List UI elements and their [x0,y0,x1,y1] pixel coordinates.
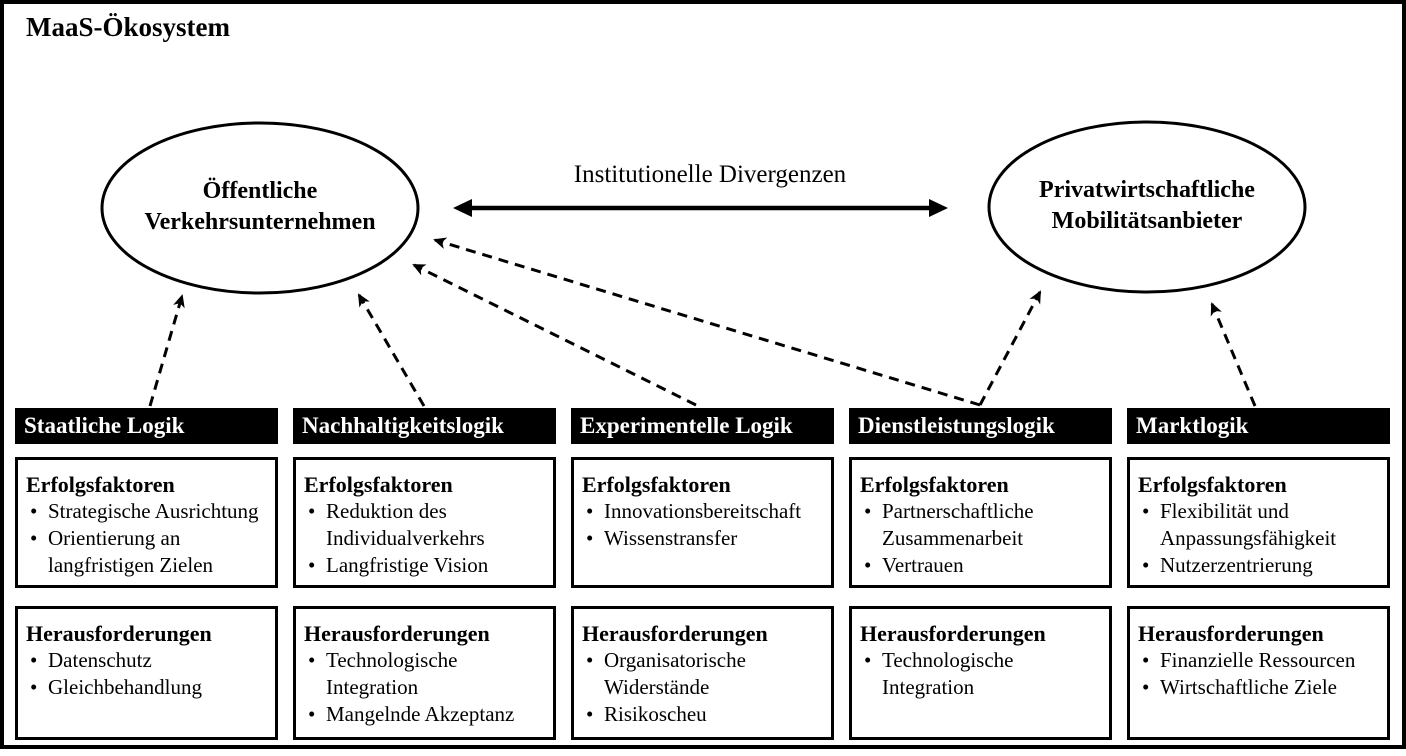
list-item: Nutzerzentrierung [1138,552,1382,579]
column-experimentelle-logik: Experimentelle Logik Erfolgsfaktoren Inn… [571,408,834,740]
list-item: Mangelnde Akzeptanz [304,701,548,728]
success-list: Reduktion des Individualverkehrs Langfri… [304,498,548,579]
list-item: Strategische Ausrichtung [26,498,270,525]
challenges-box-nachhaltigkeit: Herausforderungen Technologische Integra… [293,606,556,740]
challenges-list: Organisatorische Widerstände Risikoscheu [582,647,826,728]
success-heading: Erfolgsfaktoren [582,472,731,497]
private-mobility-label-line1: Privatwirtschaftliche [1039,177,1255,203]
success-heading: Erfolgsfaktoren [26,472,175,497]
public-transport-ellipse [100,121,420,295]
list-item: Orientierung an langfristigen Zielen [26,525,270,579]
challenges-list: Technologische Integration Mangelnde Akz… [304,647,548,728]
divergence-arrowhead-right [929,199,948,217]
divergence-label: Institutionelle Divergenzen [573,161,847,188]
success-list: Strategische Ausrichtung Orientierung an… [26,498,270,579]
column-nachhaltigkeitslogik: Nachhaltigkeitslogik Erfolgsfaktoren Red… [293,408,556,740]
divergence-arrowhead-left [453,199,472,217]
list-item: Risikoscheu [582,701,826,728]
success-heading: Erfolgsfaktoren [304,472,453,497]
logic-header-markt: Marktlogik [1127,408,1390,444]
logic-header-staatliche: Staatliche Logik [15,408,278,444]
private-mobility-label-line2: Mobilitätsanbieter [1051,208,1243,234]
arrow-dienstleistung-to-public [433,237,981,407]
logic-header-nachhaltigkeit: Nachhaltigkeitslogik [293,408,556,444]
arrow-nachhaltigkeit-to-public [357,293,426,407]
diagram-title: MaaS-Ökosystem [26,12,230,42]
challenges-list: Finanzielle Ressourcen Wirtschaftliche Z… [1138,647,1382,701]
challenges-box-dienstleistung: Herausforderungen Technologische Integra… [849,606,1112,740]
list-item: Datenschutz [26,647,270,674]
column-dienstleistungslogik: Dienstleistungslogik Erfolgsfaktoren Par… [849,408,1112,740]
list-item: Wissenstransfer [582,525,826,552]
success-box-nachhaltigkeit: Erfolgsfaktoren Reduktion des Individual… [293,457,556,588]
success-box-dienstleistung: Erfolgsfaktoren Partnerschaftliche Zusam… [849,457,1112,588]
challenges-box-experimentelle: Herausforderungen Organisatorische Wider… [571,606,834,740]
challenges-heading: Herausforderungen [26,621,212,646]
challenges-box-staatliche: Herausforderungen Datenschutz Gleichbeha… [15,606,278,740]
challenges-heading: Herausforderungen [304,621,490,646]
public-transport-label: Öffentliche Verkehrsunternehmen [110,176,410,238]
list-item: Wirtschaftliche Ziele [1138,674,1382,701]
list-item: Technologische Integration [860,647,1104,701]
list-item: Technologische Integration [304,647,548,701]
public-transport-label-line1: Öffentliche [202,178,318,204]
challenges-heading: Herausforderungen [860,621,1046,646]
list-item: Langfristige Vision [304,552,548,579]
challenges-box-markt: Herausforderungen Finanzielle Ressourcen… [1127,606,1390,740]
success-heading: Erfolgsfaktoren [1138,472,1287,497]
list-item: Organisatorische Widerstände [582,647,826,701]
success-box-staatliche: Erfolgsfaktoren Strategische Ausrichtung… [15,457,278,588]
private-mobility-label: Privatwirtschaftliche Mobilitätsanbieter [997,175,1297,237]
list-item: Reduktion des Individualverkehrs [304,498,548,552]
column-staatliche-logik: Staatliche Logik Erfolgsfaktoren Strateg… [15,408,278,740]
public-transport-label-line2: Verkehrsunternehmen [144,209,376,235]
success-heading: Erfolgsfaktoren [860,472,1009,497]
success-list: Innovationsbereitschaft Wissenstransfer [582,498,826,552]
arrow-markt-to-private [1210,302,1257,407]
success-box-markt: Erfolgsfaktoren Flexibilität und Anpassu… [1127,457,1390,588]
success-list: Partnerschaftliche Zusammenarbeit Vertra… [860,498,1104,579]
arrow-experimentelle-to-public [412,263,697,407]
challenges-list: Technologische Integration [860,647,1104,701]
list-item: Innovationsbereitschaft [582,498,826,525]
column-marktlogik: Marktlogik Erfolgsfaktoren Flexibilität … [1127,408,1390,740]
logic-header-dienstleistung: Dienstleistungslogik [849,408,1112,444]
logic-header-experimentelle: Experimentelle Logik [571,408,834,444]
challenges-list: Datenschutz Gleichbehandlung [26,647,270,701]
list-item: Finanzielle Ressourcen [1138,647,1382,674]
arrow-dienstleistung-to-private [978,290,1042,406]
challenges-heading: Herausforderungen [582,621,768,646]
list-item: Partnerschaftliche Zusammenarbeit [860,498,1104,552]
challenges-heading: Herausforderungen [1138,621,1324,646]
list-item: Vertrauen [860,552,1104,579]
list-item: Gleichbehandlung [26,674,270,701]
success-list: Flexibilität und Anpassungsfähigkeit Nut… [1138,498,1382,579]
private-mobility-ellipse [987,120,1307,294]
success-box-experimentelle: Erfolgsfaktoren Innovationsbereitschaft … [571,457,834,588]
list-item: Flexibilität und Anpassungsfähigkeit [1138,498,1382,552]
arrow-staatliche-to-public [148,294,185,407]
